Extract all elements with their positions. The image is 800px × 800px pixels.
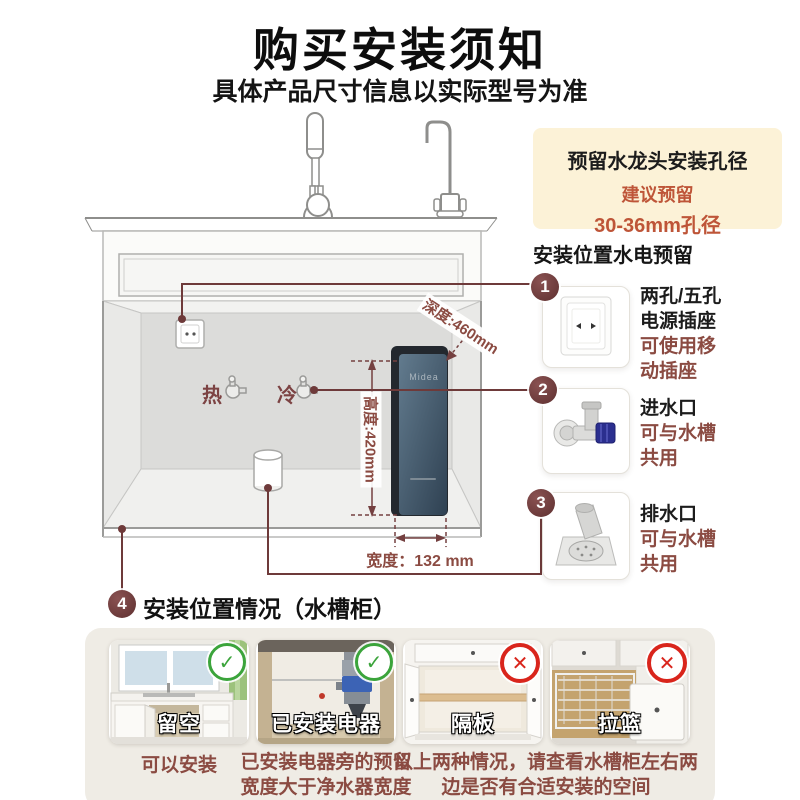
- photo-appliance-installed: [258, 640, 394, 744]
- inlet-item-note: 可与水槽共用: [640, 423, 717, 469]
- power-socket-icon: [560, 296, 612, 356]
- photo-empty-space: [110, 640, 247, 744]
- water-purifier-drawing: [391, 346, 448, 516]
- badge-2: 2: [529, 376, 557, 404]
- case-label-shelf: 隔板: [451, 713, 495, 736]
- case-card-pullout-basket: 拉篮 ✕: [550, 640, 690, 744]
- caption-can-install: 可以安装: [140, 755, 217, 776]
- purifier-faucet-drawing: [425, 120, 467, 218]
- check-icon: ✓: [208, 643, 246, 681]
- caption-appliance-width: 已安装电器旁的预留宽度大于净水器宽度: [240, 752, 412, 798]
- drain-item-text: 排水口 可与水槽共用: [640, 502, 732, 577]
- socket-item-text: 两孔/五孔电源插座 可使用移动插座: [640, 284, 732, 384]
- case-label-empty: 留空: [157, 713, 201, 736]
- case-label-basket: 拉篮: [598, 713, 642, 736]
- case-card-empty-space: 留空 ✓: [109, 640, 249, 744]
- tip-box-title: 预留水龙头安装孔径: [567, 151, 748, 173]
- badge-1: 1: [531, 273, 559, 301]
- hot-valve-icon: [225, 375, 247, 399]
- photo-shelf-divider: [404, 640, 542, 744]
- case-label-appliance: 已安装电器: [271, 713, 381, 736]
- caption-check-sides: 以上两种情况，请查看水槽柜左右两边是否有合适安装的空间: [393, 752, 698, 798]
- kitchen-faucet-drawing: [303, 112, 333, 218]
- width-dimension-label: 宽度：132 mm: [360, 547, 480, 571]
- drain-stub-drawing: [253, 449, 283, 492]
- countertop-drawing: [84, 217, 498, 232]
- tip-box-advice-line2: 30-36mm孔径: [594, 215, 721, 237]
- utilities-section-heading: 安装位置水电预留: [533, 245, 693, 267]
- faucet-hole-tip-box: 预留水龙头安装孔径 建议预留 30-36mm孔径: [533, 128, 782, 237]
- tip-box-advice-line1: 建议预留: [621, 185, 694, 205]
- connector-lines: [118, 283, 542, 590]
- height-dimension-label: 高度:420mm: [360, 391, 382, 488]
- cold-water-label: 冷: [277, 385, 297, 407]
- drain-outlet-icon: [555, 503, 617, 566]
- drain-item-note: 可与水槽共用: [640, 529, 717, 575]
- inlet-valve-card: [542, 388, 630, 474]
- inlet-valve-icon: [553, 401, 616, 447]
- badge-4: 4: [108, 590, 136, 618]
- cabinet-section-heading: 安装位置情况（水槽柜）: [143, 596, 396, 622]
- socket-card: [542, 286, 630, 368]
- hot-water-label: 热: [202, 385, 222, 407]
- drain-item-main: 排水口: [640, 504, 698, 525]
- socket-drawing: [175, 319, 205, 349]
- socket-item-main: 两孔/五孔电源插座: [640, 286, 722, 332]
- device-brand-logo: Midea: [409, 372, 439, 382]
- drain-card: [542, 492, 630, 580]
- cross-icon: ✕: [500, 643, 540, 683]
- inlet-item-text: 进水口 可与水槽共用: [640, 396, 732, 471]
- inlet-item-main: 进水口: [640, 398, 698, 419]
- page-subtitle: 具体产品尺寸信息以实际型号为准: [212, 78, 588, 106]
- cabinet-front-drawing: [102, 230, 482, 302]
- check-icon: ✓: [355, 643, 393, 681]
- dimension-marks: [351, 335, 467, 548]
- cross-icon: ✕: [647, 643, 687, 683]
- page-title: 购买安装须知: [253, 24, 547, 76]
- badge-3: 3: [527, 489, 555, 517]
- case-card-appliance-installed: 已安装电器 ✓: [256, 640, 396, 744]
- socket-item-note: 可使用移动插座: [640, 336, 717, 382]
- case-card-shelf-divider: 隔板 ✕: [403, 640, 543, 744]
